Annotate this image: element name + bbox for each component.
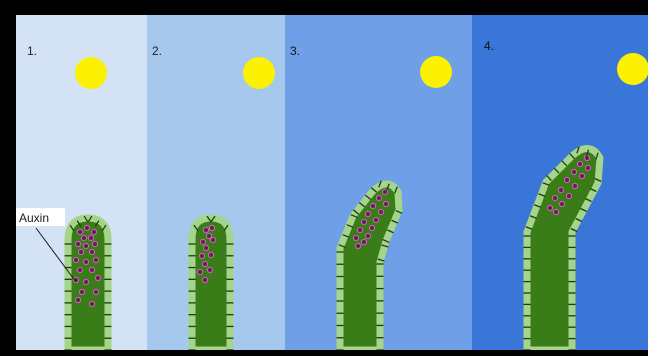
auxin-granule [93, 257, 98, 262]
auxin-granule [81, 235, 86, 240]
auxin-granule [84, 225, 89, 230]
auxin-granule [202, 277, 207, 282]
sun-icon [243, 57, 275, 89]
auxin-granule [199, 253, 204, 258]
auxin-granule [88, 235, 93, 240]
auxin-granule [564, 177, 569, 182]
auxin-granule [200, 239, 205, 244]
auxin-granule [203, 227, 208, 232]
auxin-granule [91, 229, 96, 234]
auxin-granule [92, 241, 97, 246]
auxin-granule [79, 289, 84, 294]
auxin-granule [208, 252, 213, 257]
auxin-granule [376, 195, 381, 200]
auxin-granule [552, 195, 557, 200]
auxin-granule [566, 193, 571, 198]
auxin-granule [378, 209, 383, 214]
auxin-granule [553, 209, 558, 214]
auxin-granule [75, 297, 80, 302]
sun-icon [75, 57, 107, 89]
auxin-granule [89, 267, 94, 272]
auxin-granule [93, 289, 98, 294]
sun-icon [420, 56, 452, 88]
auxin-granule [558, 187, 563, 192]
auxin-granule [383, 201, 388, 206]
auxin-granule [365, 233, 370, 238]
auxin-granule [75, 241, 80, 246]
auxin-granule [89, 301, 94, 306]
auxin-granule [83, 243, 88, 248]
auxin-granule [357, 227, 362, 232]
auxin-granule [209, 225, 214, 230]
panel-2-step-label: 2. [152, 44, 162, 58]
auxin-granule [83, 259, 88, 264]
auxin-granule [369, 225, 374, 230]
auxin-granule [210, 237, 215, 242]
auxin-granule [585, 165, 590, 170]
auxin-granule [207, 267, 212, 272]
auxin-granule [361, 219, 366, 224]
auxin-granule [547, 205, 552, 210]
auxin-granule [89, 249, 94, 254]
auxin-granule [197, 269, 202, 274]
auxin-granule [559, 201, 564, 206]
auxin-granule [202, 261, 207, 266]
auxin-granule [572, 183, 577, 188]
panel-3-step-label: 3. [290, 44, 300, 58]
auxin-granule [579, 173, 584, 178]
auxin-granule [77, 267, 82, 272]
auxin-granule [373, 217, 378, 222]
auxin-label: Auxin [19, 211, 49, 225]
auxin-granule [353, 235, 358, 240]
auxin-granule [78, 249, 83, 254]
auxin-granule [95, 275, 100, 280]
auxin-granule [203, 245, 208, 250]
auxin-granule [370, 203, 375, 208]
sun-icon [617, 53, 648, 85]
auxin-granule [77, 229, 82, 234]
auxin-granule [73, 257, 78, 262]
auxin-granule [361, 239, 366, 244]
auxin-granule [365, 211, 370, 216]
panel-4-step-label: 4. [484, 39, 494, 53]
panel-1-step-label: 1. [27, 44, 37, 58]
auxin-granule [83, 279, 88, 284]
auxin-granule [355, 243, 360, 248]
auxin-granule [571, 169, 576, 174]
auxin-granule [577, 161, 582, 166]
